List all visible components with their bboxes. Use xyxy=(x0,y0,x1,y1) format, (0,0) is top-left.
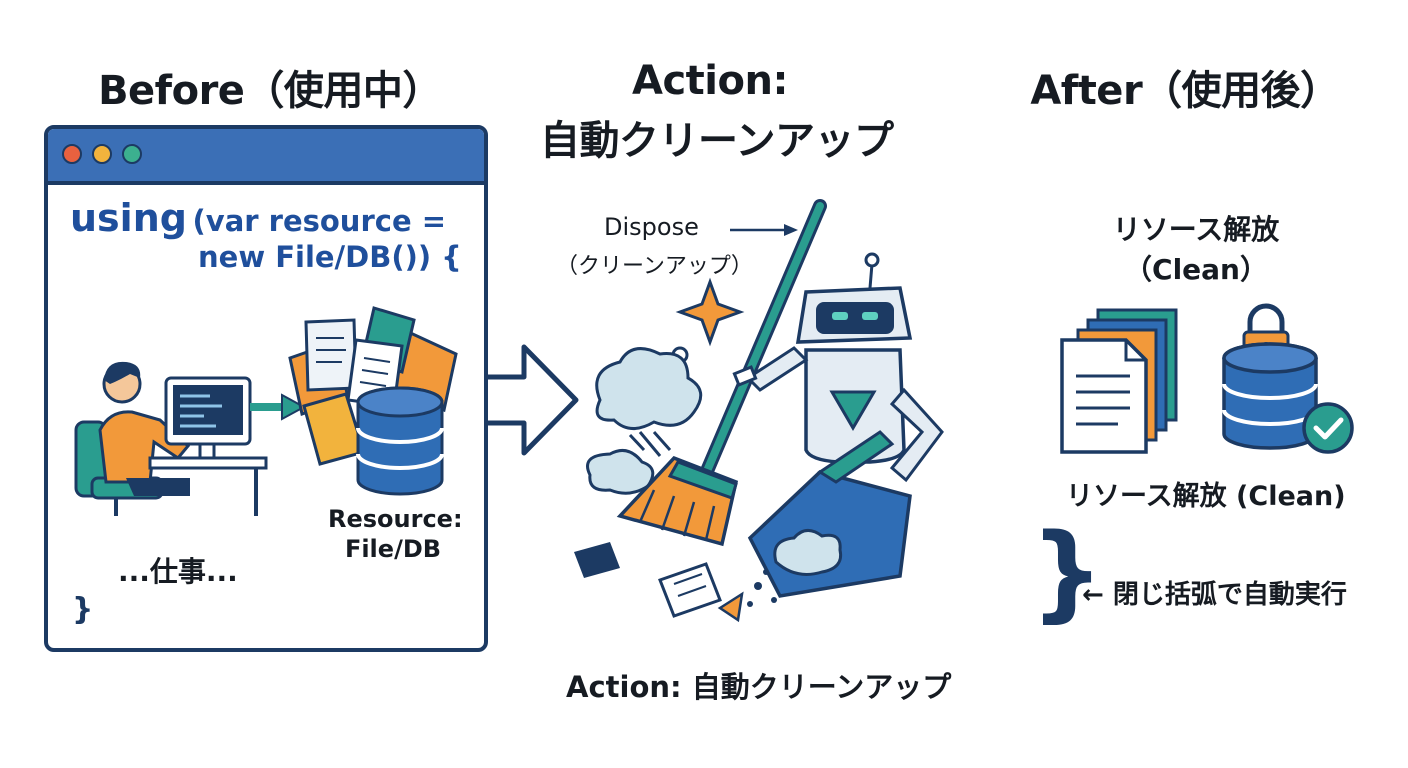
window-close-dot[interactable] xyxy=(62,144,82,164)
window-minimize-dot[interactable] xyxy=(92,144,112,164)
action-heading-line1: Action: xyxy=(632,58,788,104)
big-arrow-icon xyxy=(488,344,579,456)
release-title-line1: リソース解放 xyxy=(1112,213,1280,246)
code-line-1: using (var resource = xyxy=(70,196,446,240)
code-line-2: new File/DB()) { xyxy=(198,240,462,274)
code-close-brace: } xyxy=(72,592,94,627)
developer-at-desk-illustration xyxy=(74,361,268,516)
resource-label-line1: Resource: xyxy=(328,505,463,533)
release-title-line2: （Clean） xyxy=(1124,253,1268,286)
action-heading-line2: 自動クリーンアップ xyxy=(540,118,894,164)
locked-database-icon xyxy=(1222,303,1354,454)
after-heading: After（使用後） xyxy=(1030,68,1340,114)
dispose-sub-label: （クリーンアップ） xyxy=(556,254,753,279)
before-heading: Before（使用中） xyxy=(98,68,442,114)
dispose-pointer-arrow-icon xyxy=(730,224,798,236)
robot-cleaning-illustration xyxy=(574,199,944,623)
brace-note: ← 閉じ括弧で自動実行 xyxy=(1082,580,1347,610)
release-caption: リソース解放 (Clean) xyxy=(1066,481,1346,512)
code-var-decl: (var resource = xyxy=(192,204,447,238)
work-text: ...仕事... xyxy=(118,555,238,588)
resource-label-line2: File/DB xyxy=(344,535,442,563)
window-maximize-dot[interactable] xyxy=(122,144,142,164)
code-keyword-using: using xyxy=(70,196,187,240)
closing-brace-symbol: } xyxy=(1030,511,1105,633)
stacked-documents-icon xyxy=(1060,308,1178,454)
arrow-right-icon xyxy=(250,393,307,421)
files-and-database-illustration xyxy=(288,306,458,496)
dispose-label: Dispose xyxy=(604,213,699,241)
window-title-bar xyxy=(48,129,484,185)
action-caption: Action: 自動クリーンアップ xyxy=(566,670,952,704)
